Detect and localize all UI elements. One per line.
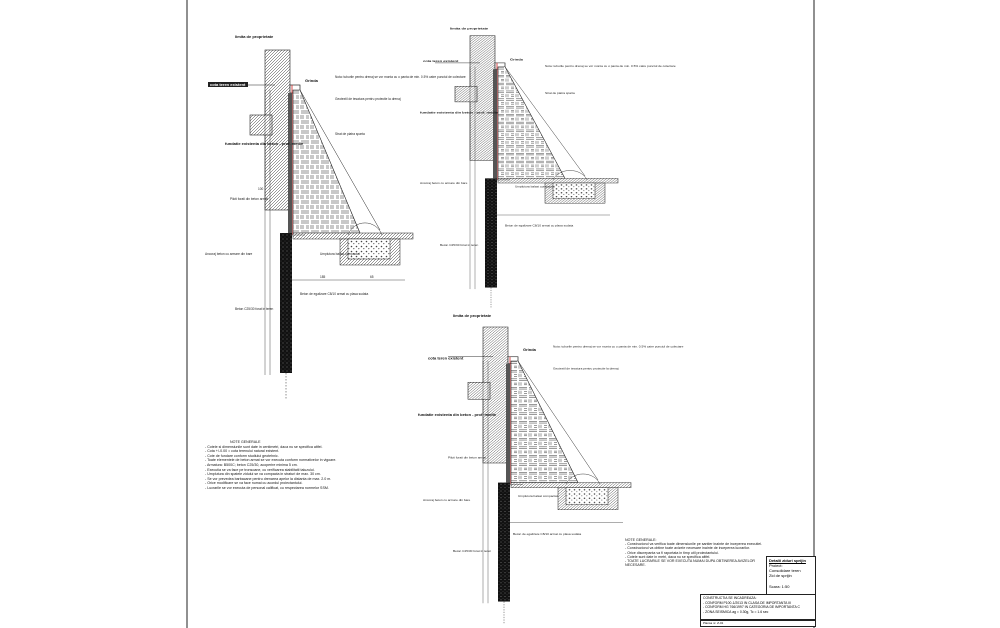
label-note-tubes: Nota: tuburile pentru drenaj se vor mont… (545, 64, 676, 67)
scale-label: Scara: 1:50 (769, 584, 790, 589)
note-line: - Cota +/-0.00 = cota terenului natural … (205, 449, 280, 454)
label-pile-beton: Beton C25/30 forat in teren (440, 244, 479, 247)
project-line: Zid de sprijin (769, 573, 792, 578)
tb-note: - Constructorul va obtine toate avizele … (625, 546, 751, 551)
dim-c: 100 (258, 187, 264, 191)
label-anchor: Ancoraj beton cu armare din bare (420, 181, 468, 184)
label-spacer: Geotextil de tesatura pentru protectie l… (335, 97, 401, 101)
footer-strip: Plansa nr. Z-01 (700, 620, 816, 627)
label-cap-beam: Grinda (305, 78, 319, 83)
note-line: - Toate elementele de beton armat se vor… (205, 458, 337, 463)
label-note-tubes: Nota: tuburile pentru drenaj se vor mont… (335, 75, 466, 79)
note-line: - Umplutura din spatele zidului se va co… (205, 472, 321, 477)
label-neighbour-foundation: fundatie existenta din beton - prof. med… (420, 111, 498, 114)
note-line: - Lucrarile se vor executa de personal c… (205, 485, 329, 490)
note-line: - Armatura: B500C; beton C25/30, acoperi… (205, 462, 298, 467)
label-ground-level: cota teren existent (210, 82, 246, 87)
tb-note: - Orice discrepanta va fi raportata in t… (625, 550, 719, 555)
note-line: - Orice modificare se va face numai cu a… (205, 481, 303, 486)
label-property-limit: limita de proprietate (235, 34, 274, 39)
label-neighbour-foundation: fundatie existenta din beton - prof. med… (418, 414, 496, 418)
label-pile-beton: Beton C25/30 forat in teren (235, 307, 274, 311)
general-notes: NOTE GENERALE - Cotele si dimensiunile s… (205, 440, 390, 491)
label-pile-beton: Beton C25/30 forat in teren (453, 550, 492, 554)
label-lean-concrete: Beton de egalizare C8/10 armat cu plasa … (505, 224, 574, 227)
classification-line: - ZONA SEISMICA ag = 0.30g, Tc = 1.6 sec (703, 609, 769, 614)
project-box-title: Detalii ziduri sprijin (769, 558, 806, 563)
classification-box: CONSTRUCTIA SE INCADREAZA: - CONFORM P10… (700, 594, 816, 620)
label-filling: Umplutura balast compactat (515, 185, 555, 188)
label-filling: Umplutura balast compactat (518, 494, 558, 498)
dim-b: 65 (370, 275, 374, 279)
dim-a: 185 (320, 275, 326, 279)
project-line: Consolidare teren (769, 568, 801, 573)
label-lean-concrete: Beton de egalizare C8/10 armat cu plasa … (300, 292, 368, 296)
classification-line: - CONFORM HG 766/1997 IN CATEGORIA DE IM… (703, 605, 800, 609)
label-anchor: Ancoraj beton cu armare din bare (423, 499, 471, 503)
note-line: - Cote de fundare conform studiului geot… (205, 453, 279, 458)
note-line: - Executia se va face pe tronsoane, cu v… (205, 467, 315, 472)
label-neighbour-foundation: fundatie existenta din beton - prof. med… (225, 141, 304, 146)
sheet-number: Plansa nr. Z-01 (703, 621, 724, 625)
label-cap-beam: Grinda (510, 58, 524, 61)
label-note-tubes: Nota: tuburile pentru drenaj se vor mont… (553, 345, 684, 349)
classification-line: - CONFORM P100-1/2013 IN CLASA DE IMPORT… (703, 600, 791, 605)
classification-title: CONSTRUCTIA SE INCADREAZA: (703, 596, 757, 600)
label-property-limit: limita de proprietate (450, 27, 488, 30)
wall-section-3: limita de proprietate cota teren existen… (418, 314, 684, 625)
label-filling: Umplutura balast compactat (320, 252, 360, 256)
label-gravel: Strat de piatra sparta (335, 132, 365, 136)
note-line: - Se vor prevedea barbacane pentru drena… (205, 476, 332, 481)
tb-note: - Cotele sunt date in metri, daca nu se … (625, 554, 711, 559)
title-block-notes: NOTE GENERALE: - Constructorul va verifi… (625, 538, 763, 567)
label-pile: Piloti forati din beton armat (230, 197, 268, 201)
tb-notes-title: NOTE GENERALE: (625, 538, 657, 542)
label-spacer: Geotextil de tesatura pentru protectie l… (553, 367, 619, 371)
label-ground-level: cota teren existent (423, 60, 459, 63)
tb-note: - TOATE LUCRARILE SE VOR EXECUTA NUMAI D… (625, 559, 756, 568)
label-property-limit: limita de proprietate (453, 314, 491, 318)
label-lean-concrete: Beton de egalizare C8/10 armat cu plasa … (513, 533, 581, 537)
wall-section-2: limita de proprietate cota teren existen… (420, 27, 676, 310)
label-ground-level: cota teren existent (428, 357, 464, 361)
project-label: Proiect: (769, 563, 783, 568)
note-line: - Cotele si dimensiunile sunt date in ce… (205, 444, 323, 449)
label-anchor: Ancoraj beton cu armare din bare (205, 252, 253, 256)
wall-section-1: limita de proprietate cota teren existen… (205, 34, 466, 401)
label-cap-beam: Grinda (523, 348, 537, 352)
tb-note: - Constructorul va verifica toate dimens… (625, 542, 763, 547)
label-gravel: Strat de piatra sparta (545, 91, 575, 94)
label-pile: Piloti forati din beton armat (448, 456, 486, 460)
notes-title: NOTE GENERALE (230, 440, 261, 444)
